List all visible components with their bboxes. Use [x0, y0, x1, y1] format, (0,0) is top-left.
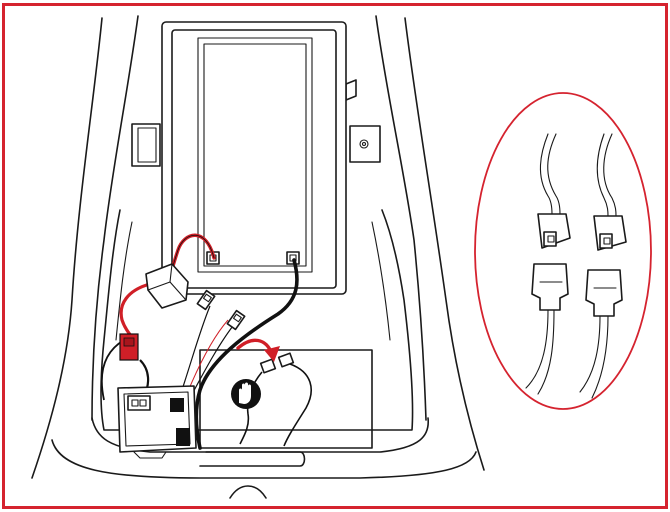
connector-detail-callout — [474, 92, 652, 410]
diagram-frame — [2, 3, 668, 509]
battery — [161, 21, 347, 295]
callout-left-connector — [525, 133, 571, 395]
red-connector — [119, 333, 139, 361]
controller-panel — [199, 349, 373, 449]
fuse-holder — [145, 263, 189, 309]
control-module — [117, 385, 197, 459]
red-curved-arrow-icon — [236, 338, 280, 362]
motor-connectors — [196, 289, 295, 374]
seat-body — [31, 15, 485, 499]
callout-right-connector — [579, 133, 627, 399]
no-hand-icon — [231, 379, 261, 409]
